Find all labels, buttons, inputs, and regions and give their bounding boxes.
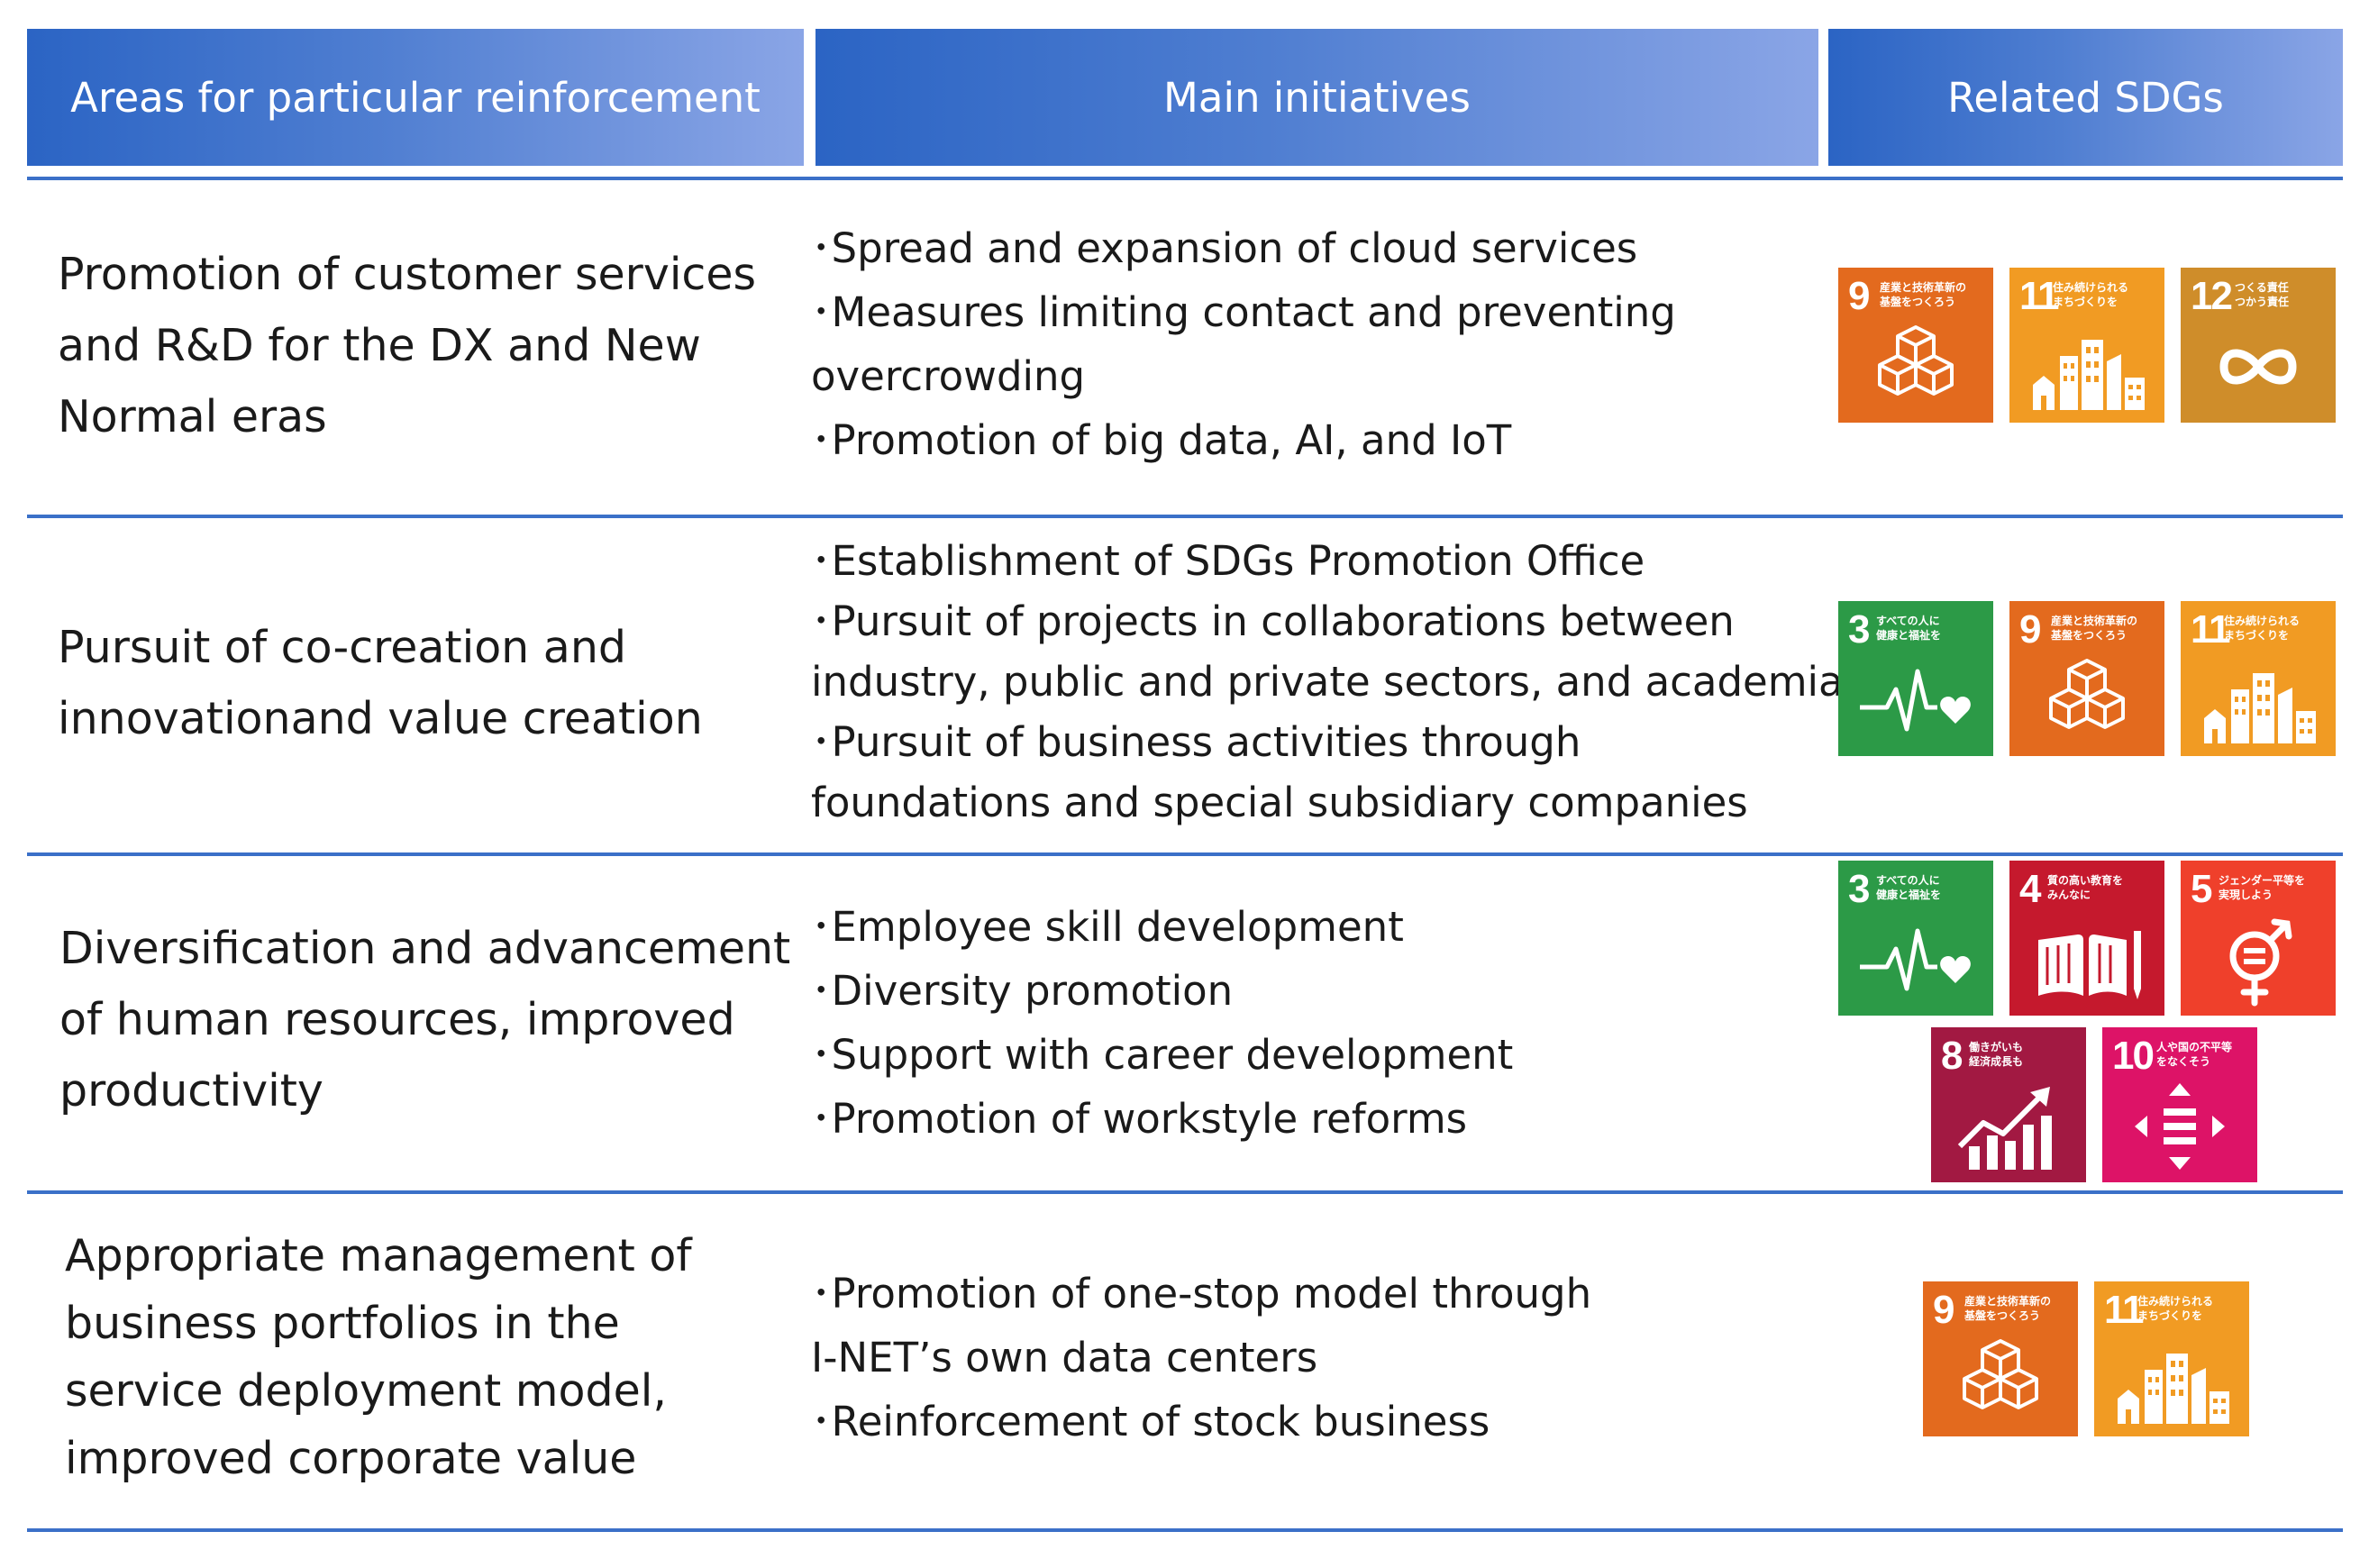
sdg-number: 11: [2104, 1288, 2144, 1332]
sdg-caption: 住み続けられる まちづくりを: [2137, 1295, 2214, 1322]
initiative-line: ･Reinforcement of stock business: [811, 1398, 1490, 1445]
initiative-line: ･Pursuit of projects in collaborations b…: [811, 597, 1735, 645]
area-line: Diversification and advancement: [59, 923, 791, 974]
sdg-4-tile: 4 質の高い教育を みんなに: [2009, 861, 2164, 1016]
sdg-number: 9: [1933, 1288, 1955, 1332]
initiative-line: foundations and special subsidiary compa…: [811, 779, 1748, 826]
sdg-12-tile: 12 つくる責任 つかう責任: [2181, 268, 2336, 423]
row-divider: [27, 177, 2343, 180]
row-divider: [27, 852, 2343, 856]
area-line: Pursuit of co-creation and: [58, 622, 626, 673]
heartbeat-icon: [1860, 928, 1971, 991]
initiative-line: overcrowding: [811, 352, 1086, 400]
initiative-line: ･Support with career development: [811, 1031, 1514, 1079]
area-line: Appropriate management of: [65, 1230, 692, 1281]
sdg-caption: 産業と技術革新の 基盤をつくろう: [1964, 1295, 2052, 1322]
sdg-5-tile: 5 ジェンダー平等を 実現しよう: [2181, 861, 2336, 1016]
initiative-list: ･Spread and expansion of cloud services …: [811, 216, 1676, 472]
area-line: improved corporate value: [65, 1433, 637, 1484]
sdg-9-tile: 9 産業と技術革新の 基盤をつくろう: [2009, 601, 2164, 756]
area-line: business portfolios in the: [65, 1298, 620, 1349]
gender-equality-icon: [2229, 918, 2292, 1007]
initiative-line: industry, public and private sectors, an…: [811, 658, 1844, 706]
area-line: innovationand value creation: [58, 693, 703, 744]
area-label: Diversification and advancement of human…: [59, 913, 790, 1126]
sdg-caption: すべての人に 健康と福祉を: [1876, 874, 1942, 901]
initiative-line: I-NET’s own data centers: [811, 1334, 1318, 1381]
area-line: Promotion of customer services: [58, 249, 757, 300]
sdg-caption: 人や国の不平等 をなくそう: [2156, 1041, 2233, 1068]
area-line: and R&D for the DX and New: [58, 320, 701, 371]
buildings-icon: [2204, 673, 2316, 743]
heartbeat-icon: [1860, 669, 1971, 732]
sdg-number: 10: [2112, 1034, 2155, 1078]
sdg-number: 3: [1848, 607, 1871, 652]
area-line: service deployment model,: [65, 1365, 667, 1417]
initiative-line: ･Employee skill development: [811, 903, 1404, 951]
sdg-number: 3: [1848, 867, 1871, 911]
sdg-number: 11: [2019, 274, 2059, 318]
row-divider: [27, 515, 2343, 518]
buildings-icon: [2033, 340, 2145, 410]
sdg-3-tile: 3 すべての人に 健康と福祉を: [1838, 861, 1993, 1016]
area-line: Normal eras: [58, 391, 327, 442]
sdg-caption: ジェンダー平等を 実現しよう: [2219, 874, 2306, 901]
sdg-9-tile: 9 産業と技術革新の 基盤をつくろう: [1838, 268, 1993, 423]
initiative-line: ･Spread and expansion of cloud services: [811, 224, 1638, 272]
initiative-line: ･Establishment of SDGs Promotion Office: [811, 537, 1645, 585]
initiative-line: ･Promotion of big data, AI, and IoT: [811, 416, 1512, 464]
growth-chart-icon: [1957, 1087, 2052, 1170]
initiative-list: ･Promotion of one-stop model through I-N…: [811, 1262, 1591, 1454]
sdg-caption: 住み続けられる まちづくりを: [2224, 615, 2301, 642]
sdg-number: 4: [2019, 867, 2042, 911]
sdg-number: 11: [2191, 607, 2230, 652]
initiative-line: ･Pursuit of business activities through: [811, 718, 1581, 766]
area-label: Promotion of customer services and R&D f…: [58, 239, 756, 452]
header-sdgs: Related SDGs: [1828, 29, 2343, 166]
area-label: Pursuit of co-creation and innovationand…: [58, 612, 703, 754]
cubes-icon: [1963, 1339, 2038, 1409]
area-line: of human resources, improved: [59, 994, 735, 1045]
sdg-11-tile: 11 住み続けられる まちづくりを: [2009, 268, 2164, 423]
sdg-9-tile: 9 産業と技術革新の 基盤をつくろう: [1923, 1281, 2078, 1436]
sdg-caption: 働きがいも 経済成長も: [1969, 1041, 2024, 1068]
sdg-caption: すべての人に 健康と福祉を: [1876, 615, 1942, 642]
sdg-number: 9: [1848, 274, 1871, 318]
sdg-number: 8: [1941, 1034, 1964, 1078]
sdg-caption: 産業と技術革新の 基盤をつくろう: [2051, 615, 2138, 642]
row-divider: [27, 1528, 2343, 1532]
sdg-number: 9: [2019, 607, 2042, 652]
initiative-list: ･Employee skill development ･Diversity p…: [811, 895, 1513, 1151]
initiative-list: ･Establishment of SDGs Promotion Office …: [811, 531, 1844, 833]
sdg-caption: 産業と技術革新の 基盤をつくろう: [1880, 281, 1967, 308]
sdg-caption: 住み続けられる まちづくりを: [2053, 281, 2129, 308]
book-pencil-icon: [2038, 931, 2141, 999]
sdg-8-tile: 8 働きがいも 経済成長も: [1931, 1027, 2086, 1182]
equality-arrows-icon: [2135, 1083, 2225, 1170]
initiative-line: ･Measures limiting contact and preventin…: [811, 288, 1676, 336]
sdg-3-tile: 3 すべての人に 健康と福祉を: [1838, 601, 1993, 756]
sdg-11-tile: 11 住み続けられる まちづくりを: [2094, 1281, 2249, 1436]
sdg-caption: つくる責任 つかう責任: [2235, 281, 2290, 308]
area-label: Appropriate management of business portf…: [65, 1222, 692, 1492]
cubes-icon: [2049, 659, 2125, 729]
sdg-number: 5: [2191, 867, 2213, 911]
initiative-line: ･Diversity promotion: [811, 967, 1234, 1015]
row-divider: [27, 1190, 2343, 1194]
header-initiatives: Main initiatives: [815, 29, 1818, 166]
initiative-line: ･Promotion of workstyle reforms: [811, 1095, 1468, 1143]
buildings-icon: [2118, 1354, 2229, 1424]
infinity-icon: [2219, 349, 2297, 385]
area-line: productivity: [59, 1065, 323, 1117]
cubes-icon: [1878, 325, 1954, 396]
initiative-line: ･Promotion of one-stop model through: [811, 1270, 1592, 1317]
sdg-11-tile: 11 住み続けられる まちづくりを: [2181, 601, 2336, 756]
sdg-caption: 質の高い教育を みんなに: [2047, 874, 2124, 901]
sdg-10-tile: 10 人や国の不平等 をなくそう: [2102, 1027, 2257, 1182]
header-areas: Areas for particular reinforcement: [27, 29, 804, 166]
sdg-number: 12: [2191, 274, 2233, 318]
